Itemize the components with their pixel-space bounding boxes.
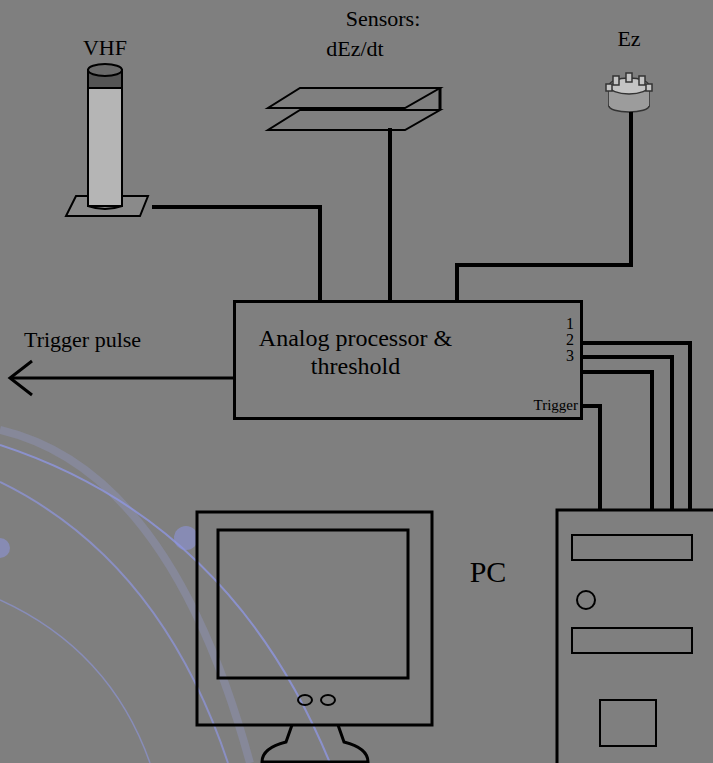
- signal-wire: [583, 406, 600, 510]
- field-mill-sensor-part: [606, 84, 612, 91]
- pc-tower-part: [600, 700, 656, 746]
- background-arcs-part: [0, 600, 150, 763]
- dedt-sensor: dEz/dt: [262, 34, 452, 130]
- processor-box: Analog processor & threshold 123Trigger: [233, 300, 583, 420]
- pc-tower-part: [557, 510, 713, 763]
- vhf-antenna: [66, 64, 148, 216]
- field-change-plates-part: [439, 88, 442, 110]
- background-arcs-part: [0, 430, 250, 763]
- field-mill-sensor-part: [639, 76, 645, 85]
- pc-tower: [557, 510, 713, 763]
- group-heading: Sensors:: [323, 6, 443, 31]
- monitor-part: [262, 725, 368, 762]
- field-change-plates-part: [268, 88, 440, 108]
- field-mill-sensor-part: [626, 73, 632, 82]
- channel-name: Trigger: [516, 397, 578, 414]
- background-arcs-part: [174, 526, 198, 550]
- sensor-label: dEz/dt: [262, 36, 448, 61]
- computer: PC: [190, 510, 713, 763]
- field-mill-sensor-part: [646, 84, 652, 91]
- signal-wire: [583, 357, 672, 510]
- signal-wire: [152, 207, 320, 300]
- channel-number: 3: [562, 347, 578, 365]
- field-change-plates: [268, 88, 440, 130]
- vhf-sensor: VHF: [62, 35, 152, 215]
- field-change-plates-part: [268, 110, 440, 130]
- monitor-part: [197, 512, 432, 725]
- monitor-part: [218, 530, 408, 678]
- field-mill-sensor: [606, 73, 652, 112]
- vhf-antenna-part: [88, 70, 122, 206]
- background-arcs: [0, 430, 330, 763]
- signal-wire: [583, 343, 690, 510]
- sensor-label: VHF: [62, 35, 148, 60]
- signal-name: Trigger pulse: [24, 327, 224, 352]
- signal-wire: [388, 130, 392, 300]
- pc-tower-part: [572, 628, 692, 653]
- monitor-part: [321, 695, 335, 705]
- background-arcs-part: [0, 482, 228, 763]
- monitor-part: [298, 695, 312, 705]
- background-arcs-part: [0, 445, 330, 763]
- monitor: [197, 512, 432, 762]
- channel-number: 1: [562, 315, 578, 333]
- pc-tower-part: [572, 535, 692, 560]
- vhf-antenna-part: [88, 64, 122, 76]
- field-mill-sensor-part: [613, 76, 619, 85]
- box-title: Analog processor & threshold: [258, 325, 453, 380]
- trigger-output-arrow-part: [10, 361, 32, 395]
- sensor-label: Ez: [598, 26, 660, 51]
- trigger-output-arrow: [10, 361, 233, 395]
- ez-sensor: Ez: [598, 24, 664, 112]
- signal-wire: [583, 372, 652, 510]
- vhf-antenna-part: [88, 206, 122, 209]
- trigger-output-arrow-part: [10, 377, 233, 380]
- pc-tower-part: [577, 591, 595, 609]
- channel-number: 2: [562, 331, 578, 349]
- computer-label: PC: [438, 555, 538, 590]
- signal-wire: [457, 112, 631, 300]
- background-arcs-part: [0, 538, 10, 558]
